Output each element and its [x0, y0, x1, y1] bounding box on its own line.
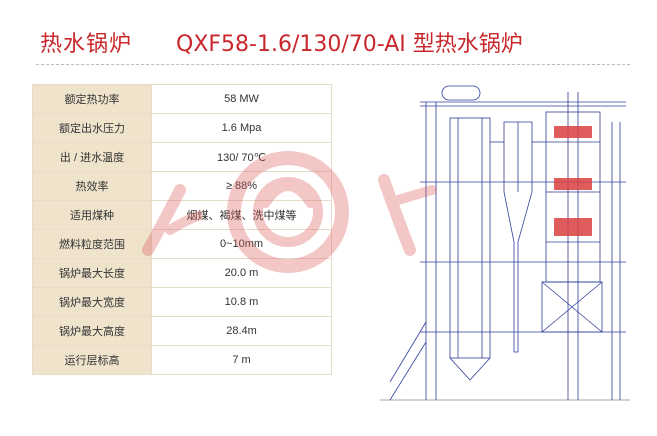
spec-row: 适用煤种烟煤、褐煤、洗中煤等: [32, 200, 332, 230]
spec-label: 热效率: [32, 171, 152, 201]
spec-value: ≥ 88%: [151, 171, 332, 201]
boiler-drawing: [380, 85, 630, 401]
title-category: 热水锅炉: [40, 32, 133, 57]
spec-value: 10.8 m: [151, 287, 332, 317]
spec-value: 28.4m: [151, 316, 332, 346]
spec-value: 0~10mm: [151, 229, 332, 259]
spec-label: 运行层标高: [32, 345, 152, 375]
spec-value: 130/ 70℃: [151, 142, 332, 172]
title-model: QXF58-1.6/130/70-AⅠ 型热水锅炉: [176, 32, 523, 57]
spec-label: 出 / 进水温度: [32, 142, 152, 172]
spec-row: 热效率≥ 88%: [32, 171, 332, 201]
spec-label: 额定出水压力: [32, 113, 152, 143]
spec-label: 燃料粒度范围: [32, 229, 152, 259]
spec-value: 烟煤、褐煤、洗中煤等: [151, 200, 332, 230]
spec-label: 锅炉最大高度: [32, 316, 152, 346]
title-divider: [36, 64, 630, 65]
spec-label: 额定热功率: [32, 84, 152, 114]
spec-value: 1.6 Mpa: [151, 113, 332, 143]
spec-value: 7 m: [151, 345, 332, 375]
spec-label: 锅炉最大宽度: [32, 287, 152, 317]
spec-value: 20.0 m: [151, 258, 332, 288]
spec-label: 适用煤种: [32, 200, 152, 230]
spec-label: 锅炉最大长度: [32, 258, 152, 288]
spec-value: 58 MW: [151, 84, 332, 114]
